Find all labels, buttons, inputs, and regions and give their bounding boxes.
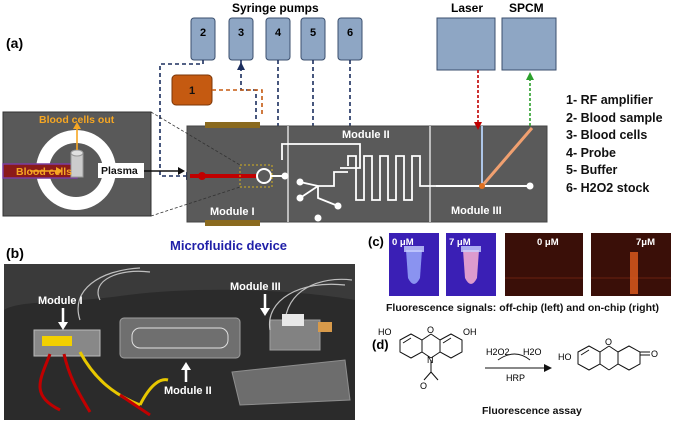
resorufin-ho-label: HO [558, 352, 572, 362]
pump-box-2: 2 [190, 17, 216, 61]
svg-text:6- H2O2 stock: 6- H2O2 stock [566, 181, 649, 195]
arrow-up-icon [73, 122, 81, 129]
amplex-red-structure [399, 333, 463, 381]
tube-label-0uM: 0 μM [392, 237, 414, 248]
arrow-up-icon [181, 362, 191, 370]
pump-box-3: 3 [228, 17, 254, 61]
amplex-oh-label: OH [463, 327, 477, 337]
photo-module-iii-label: Module III [230, 281, 281, 293]
laser-label: Laser [451, 1, 483, 15]
chip-label-7uM: 7μM [636, 237, 655, 248]
chip-fluor-7uM [591, 233, 671, 296]
arrow-down-icon [260, 308, 270, 316]
svg-text:3- Blood cells: 3- Blood cells [566, 128, 647, 142]
amplex-acetyl-o-label: O [420, 381, 427, 391]
plasma-label: Plasma [101, 165, 138, 177]
spcm-label: SPCM [509, 1, 544, 15]
device-photo [4, 264, 355, 420]
tube-photo-0uM [389, 233, 439, 296]
svg-text:2: 2 [200, 27, 206, 39]
arrow-right-icon [56, 167, 63, 175]
arrow-right-icon [178, 167, 185, 175]
module-iii-label: Module III [451, 205, 502, 217]
pump-box-6: 6 [337, 17, 363, 61]
svg-text:3: 3 [238, 27, 244, 39]
assay-caption: Fluorescence assay [482, 405, 582, 417]
reagent-h2o2: H2O2 [486, 347, 510, 357]
svg-text:1: 1 [189, 85, 195, 97]
module-i-label: Module I [210, 206, 255, 218]
tube-label-7uM: 7 μM [449, 237, 471, 248]
photo-module-ii-label: Module II [164, 385, 212, 397]
pump-box-4: 4 [265, 17, 291, 61]
svg-text:6: 6 [347, 27, 353, 39]
resorufin-structure [577, 345, 650, 371]
amplex-ring-n-label: N [427, 355, 434, 365]
amplex-ho-label: HO [378, 327, 392, 337]
pump-legend: 1- RF amplifier 2- Blood sample 3- Blood… [566, 93, 663, 195]
panel-label-c: (c) [368, 234, 384, 249]
rf-amplifier-box: 1 [171, 74, 213, 106]
syringe-pumps-title: Syringe pumps [232, 1, 319, 15]
resorufin-ring-o-label: O [605, 337, 612, 347]
optical-fiber [480, 127, 534, 187]
electrode-top [205, 122, 260, 128]
svg-text:4: 4 [275, 27, 282, 39]
chip-label-0uM: 0 μM [537, 237, 559, 248]
module-ii-label: Module II [342, 129, 390, 141]
arrow-down-icon [58, 322, 68, 330]
electrode-bottom [205, 220, 260, 226]
pump-box-5: 5 [300, 17, 326, 61]
panel-label-a: (a) [6, 35, 23, 51]
panel-label-d: (d) [372, 337, 389, 352]
enzyme-hrp: HRP [506, 373, 525, 383]
svg-text:2- Blood sample: 2- Blood sample [566, 111, 663, 125]
chip-fluor-0uM [505, 233, 583, 296]
svg-text:5: 5 [310, 27, 316, 39]
photo-module-i-label: Module I [38, 295, 83, 307]
resorufin-keto-o-label: O [651, 349, 658, 359]
arrow-right-icon [544, 364, 552, 372]
panel-label-b: (b) [6, 245, 24, 261]
arrow-up-icon [237, 62, 245, 70]
fluorescence-caption: Fluorescence signals: off-chip (left) an… [386, 302, 659, 314]
tube-photo-7uM [446, 233, 496, 296]
blood-cells-label: Blood cells [16, 166, 72, 178]
rf-cable [212, 89, 263, 115]
spcm-box [501, 17, 557, 71]
blood-cells-out-label: Blood cells out [39, 114, 115, 126]
laser-box [436, 17, 496, 71]
svg-text:1- RF amplifier: 1- RF amplifier [566, 93, 653, 107]
device-caption: Microfluidic device [170, 238, 287, 253]
product-h2o: H2O [523, 347, 542, 357]
amplex-ring-o-label: O [427, 325, 434, 335]
svg-text:4- Probe: 4- Probe [566, 146, 616, 160]
svg-text:5- Buffer: 5- Buffer [566, 163, 618, 177]
